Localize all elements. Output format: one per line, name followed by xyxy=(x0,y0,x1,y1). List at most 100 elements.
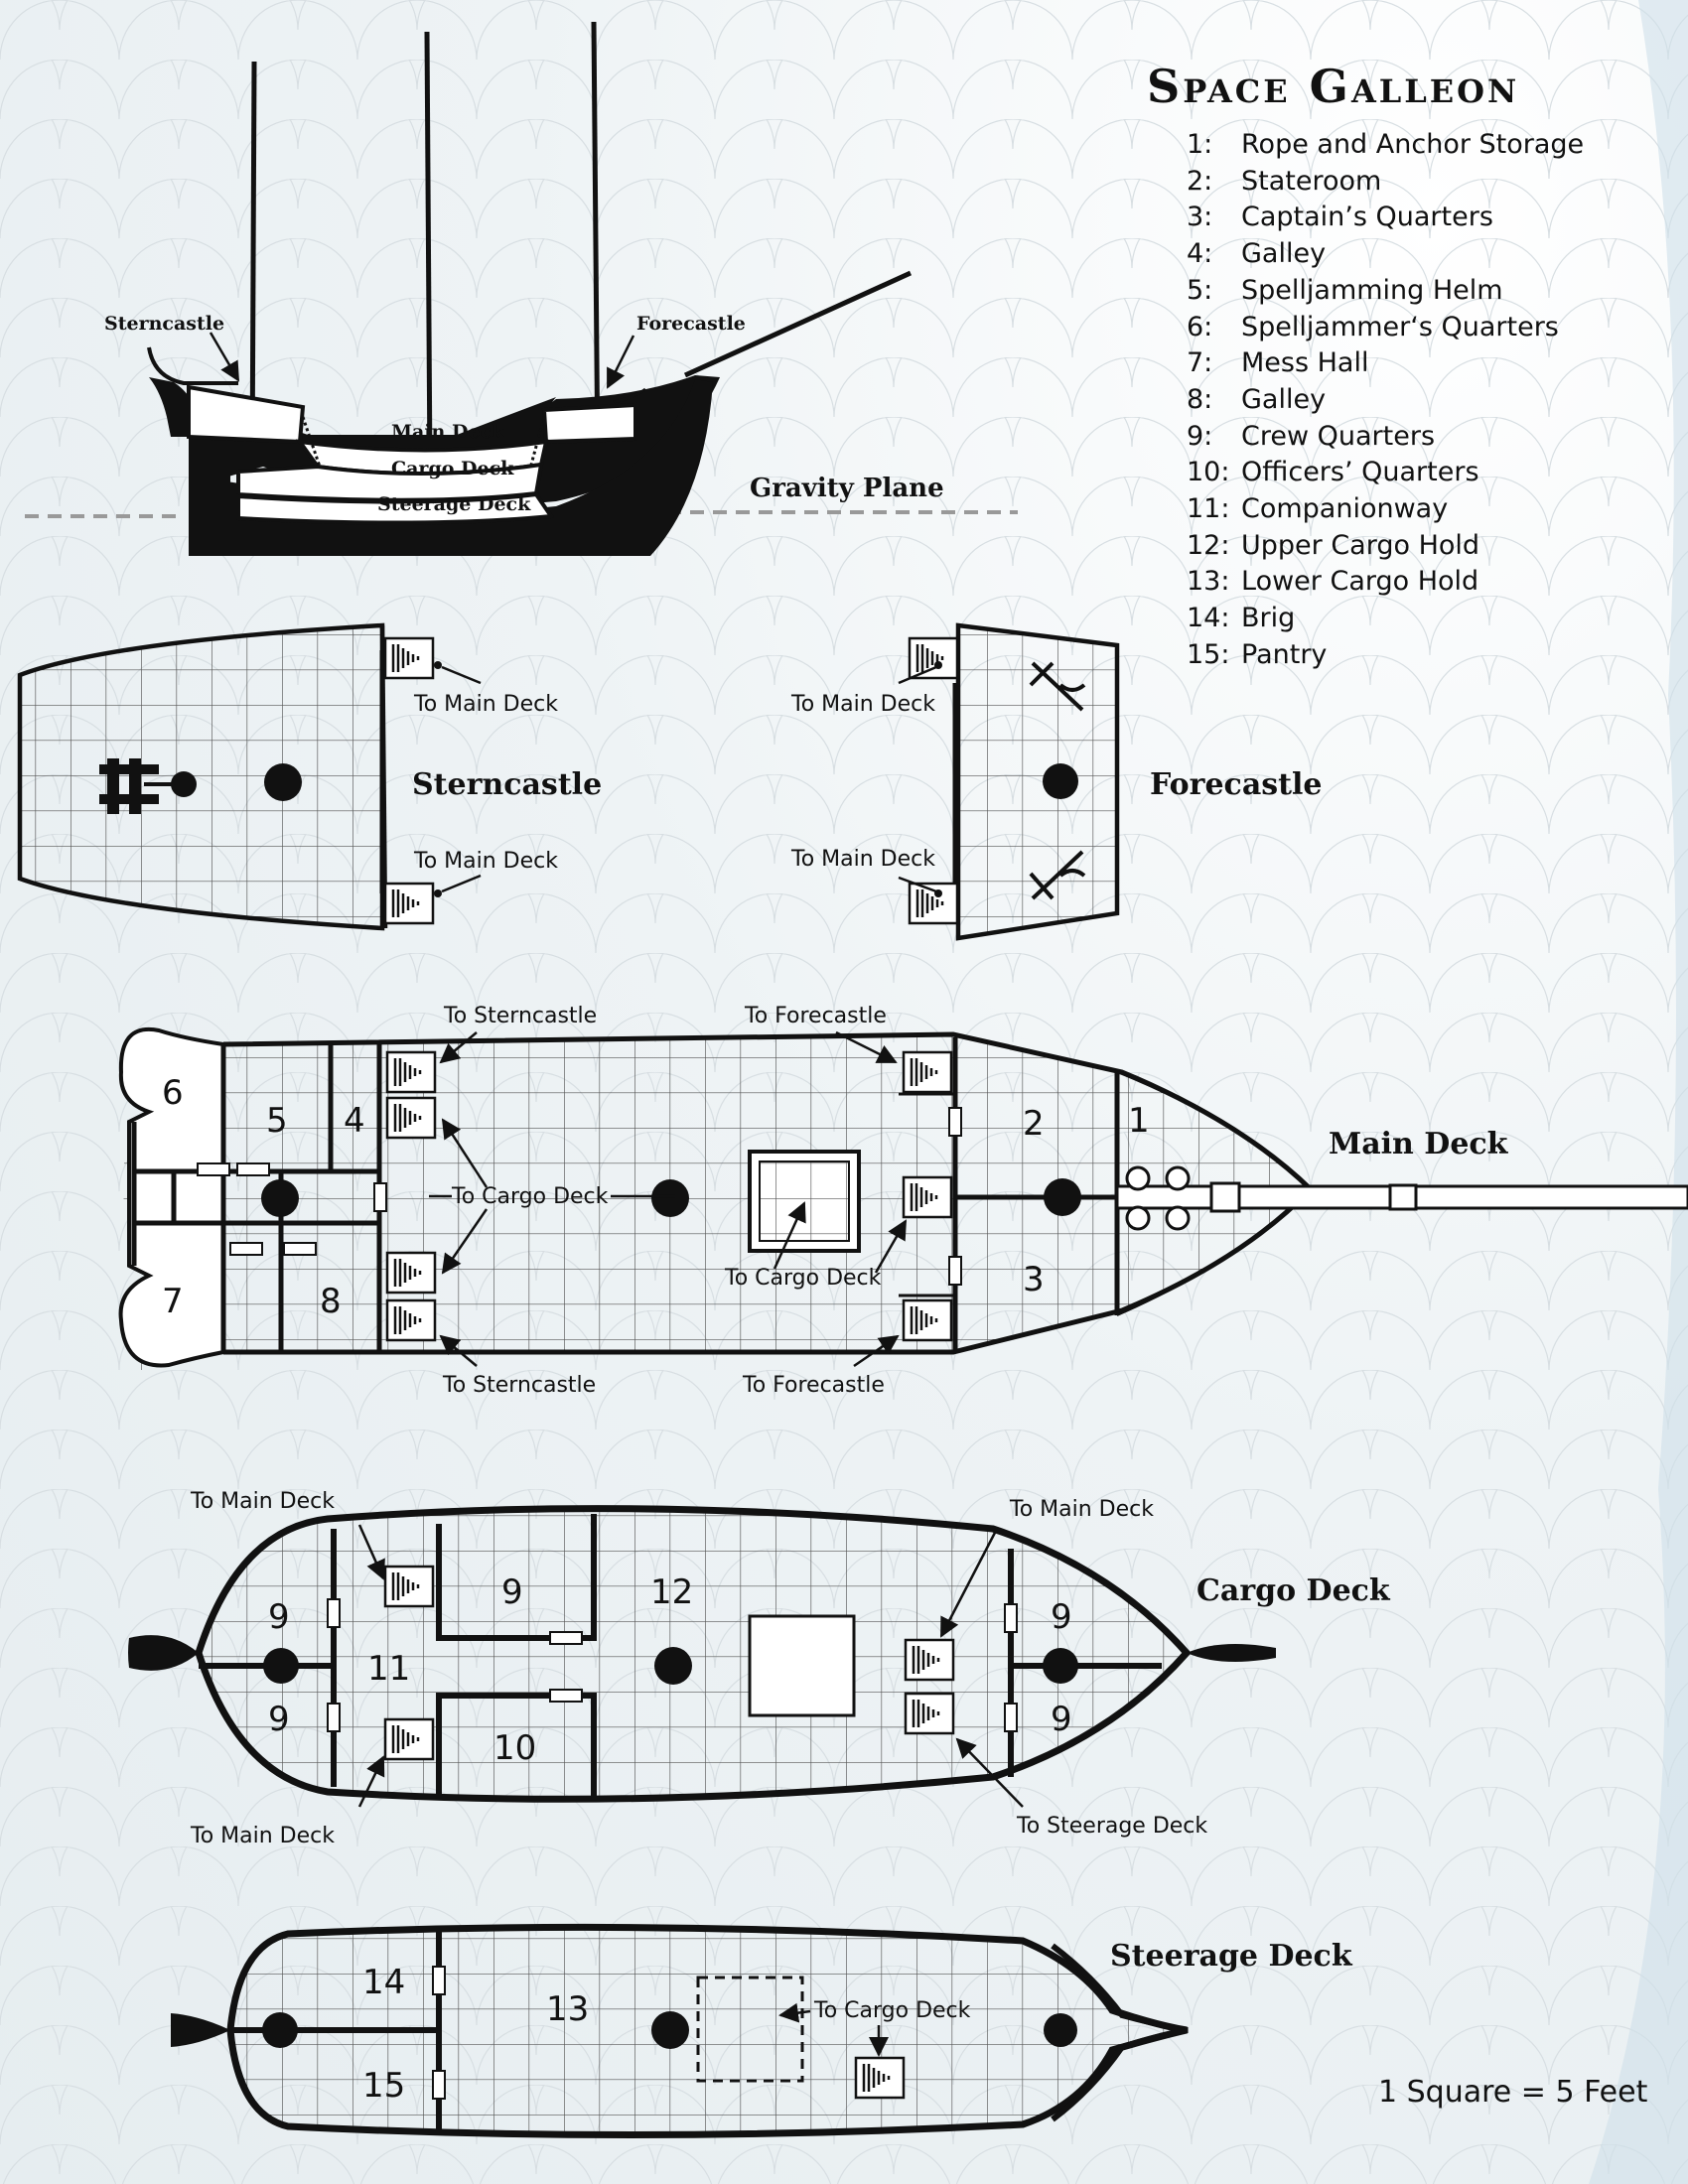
legend-number: 2: xyxy=(1187,165,1213,197)
main-to-sterncastle-top: To Sterncastle xyxy=(443,1004,597,1028)
legend-number: 12: xyxy=(1187,529,1230,561)
forecastle-to-main-deck-bottom: To Main Deck xyxy=(790,847,935,872)
room-legend: 1: Rope and Anchor Storage 2: Stateroom 3: Ca… xyxy=(1187,127,1584,674)
steerage-deck-plan xyxy=(171,1923,1189,2139)
main-deck-plan xyxy=(118,1026,1688,1370)
main-to-cargo-deck-center: To Cargo Deck xyxy=(724,1266,882,1291)
room-3: 3 xyxy=(1023,1260,1045,1299)
profile-main-deck-label: Main Deck xyxy=(391,421,505,443)
room-12: 12 xyxy=(650,1572,693,1612)
legend-number: 15: xyxy=(1187,638,1230,670)
map-labels: Sterncastle Forecastle Main Deck Cargo D… xyxy=(104,313,1509,2106)
main-to-forecastle-bottom: To Forecastle xyxy=(742,1373,885,1398)
room-9-fore-top: 9 xyxy=(1051,1597,1072,1637)
legend-room-name: Rope and Anchor Storage xyxy=(1241,129,1585,160)
legend-room-name: Captain’s Quarters xyxy=(1241,202,1493,233)
legend-room-name: Upper Cargo Hold xyxy=(1241,529,1480,561)
room-1: 1 xyxy=(1128,1101,1150,1141)
legend-room-name: Pantry xyxy=(1241,638,1328,670)
legend-item: 3: Captain’s Quarters xyxy=(1187,200,1584,236)
legend-number: 7: xyxy=(1187,347,1213,379)
room-9-aft-bottom: 9 xyxy=(268,1700,290,1739)
legend-item: 9: Crew Quarters xyxy=(1187,419,1584,456)
forecastle-section-title: Forecastle xyxy=(1150,767,1323,802)
profile-sterncastle-label: Sterncastle xyxy=(104,313,224,335)
legend-number: 13: xyxy=(1187,566,1230,598)
legend-number: 1: xyxy=(1187,129,1213,160)
room-6: 6 xyxy=(162,1073,184,1113)
cargo-to-main-deck-left-bottom: To Main Deck xyxy=(190,1824,335,1848)
ship-profile xyxy=(25,21,1018,556)
legend-number: 11: xyxy=(1187,493,1230,525)
room-8: 8 xyxy=(320,1282,342,1321)
legend-number: 14: xyxy=(1187,603,1230,634)
cargo-to-main-deck-right: To Main Deck xyxy=(1009,1497,1154,1522)
legend-number: 5: xyxy=(1187,274,1213,306)
room-13: 13 xyxy=(546,1989,589,2029)
sterncastle-to-main-deck-top: To Main Deck xyxy=(413,692,558,717)
scale-note: 1 Square = 5 Feet xyxy=(1378,2075,1648,2110)
steerage-deck-section-title: Steerage Deck xyxy=(1110,1939,1353,1974)
legend-number: 9: xyxy=(1187,420,1213,452)
watercolor-edge xyxy=(1589,0,1688,2184)
legend-item: 12: Upper Cargo Hold xyxy=(1187,528,1584,565)
room-5: 5 xyxy=(266,1101,288,1141)
legend-item: 15: Pantry xyxy=(1187,637,1584,674)
legend-item: 1: Rope and Anchor Storage xyxy=(1187,127,1584,164)
cargo-to-steerage-deck: To Steerage Deck xyxy=(1016,1814,1207,1839)
main-to-forecastle-top: To Forecastle xyxy=(744,1004,887,1028)
cargo-to-main-deck-left-top: To Main Deck xyxy=(190,1489,335,1514)
room-4: 4 xyxy=(344,1101,365,1141)
main-to-cargo-deck-left: To Cargo Deck xyxy=(451,1184,609,1209)
room-14: 14 xyxy=(362,1963,405,2002)
legend-item: 7:Mess Hall xyxy=(1187,345,1584,382)
legend-item: 8: Galley xyxy=(1187,382,1584,419)
cargo-deck-section-title: Cargo Deck xyxy=(1196,1573,1391,1608)
room-10: 10 xyxy=(493,1728,536,1768)
legend-number: 8: xyxy=(1187,383,1213,415)
legend-item: 5: Spelljamming Helm xyxy=(1187,273,1584,310)
legend-item: 13: Lower Cargo Hold xyxy=(1187,564,1584,601)
legend-number: 3: xyxy=(1187,202,1213,233)
legend-room-name: Lower Cargo Hold xyxy=(1241,566,1479,598)
legend-room-name: Crew Quarters xyxy=(1241,420,1436,452)
forecastle-plan xyxy=(898,622,1120,941)
profile-steerage-deck-label: Steerage Deck xyxy=(377,493,531,515)
profile-forecastle-label: Forecastle xyxy=(636,313,746,335)
legend-room-name: Brig xyxy=(1241,603,1296,634)
room-15: 15 xyxy=(362,2066,405,2106)
room-7: 7 xyxy=(162,1282,184,1321)
gravity-plane-label: Gravity Plane xyxy=(750,474,944,503)
legend-item: 2: Stateroom xyxy=(1187,164,1584,201)
legend-room-name: Spelljamming Helm xyxy=(1241,274,1503,306)
legend-room-name: Stateroom xyxy=(1241,165,1382,197)
sterncastle-to-main-deck-bottom: To Main Deck xyxy=(413,849,558,874)
legend-room-name: Spelljammer‘s Quarters xyxy=(1241,311,1559,342)
legend-item: 4:Galley xyxy=(1187,236,1584,273)
legend-item: 11: Companionway xyxy=(1187,491,1584,528)
map-title: Space Galleon xyxy=(1147,60,1520,113)
legend-room-name: Companionway xyxy=(1241,493,1449,525)
sterncastle-plan xyxy=(17,622,482,931)
legend-room-name: Galley xyxy=(1241,238,1327,270)
main-deck-section-title: Main Deck xyxy=(1329,1127,1509,1161)
legend-item: 14: Brig xyxy=(1187,601,1584,637)
profile-cargo-deck-label: Cargo Deck xyxy=(391,458,514,479)
legend-room-name: Galley xyxy=(1241,383,1327,415)
legend-item: 10: Officers’ Quarters xyxy=(1187,455,1584,491)
steerage-to-cargo-deck: To Cargo Deck xyxy=(813,1998,971,2023)
legend-number: 10: xyxy=(1187,457,1230,488)
cargo-deck-plan xyxy=(128,1505,1276,1808)
legend-number: 6: xyxy=(1187,311,1213,342)
room-11: 11 xyxy=(367,1649,410,1689)
room-2: 2 xyxy=(1023,1104,1045,1144)
room-9-aft-top: 9 xyxy=(268,1597,290,1637)
main-to-sterncastle-bottom: To Sterncastle xyxy=(442,1373,596,1398)
sterncastle-section-title: Sterncastle xyxy=(412,767,602,802)
legend-item: 6: Spelljammer‘s Quarters xyxy=(1187,310,1584,346)
room-9-fore-bottom: 9 xyxy=(1051,1700,1072,1739)
legend-room-name: Officers’ Quarters xyxy=(1241,457,1479,488)
room-9-mid: 9 xyxy=(501,1572,523,1612)
